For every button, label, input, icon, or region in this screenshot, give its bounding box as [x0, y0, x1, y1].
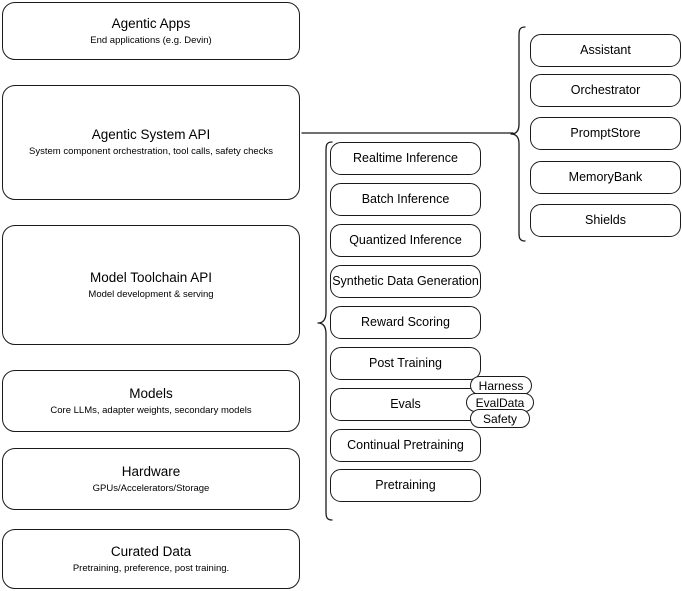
- layer-subtitle: Pretraining, preference, post training.: [72, 562, 230, 574]
- layer-subtitle: GPUs/Accelerators/Storage: [92, 482, 210, 494]
- layer-subtitle: Core LLMs, adapter weights, secondary mo…: [50, 404, 252, 416]
- chip-label: Realtime Inference: [353, 151, 458, 166]
- toolchain-chip-batch-inference[interactable]: Batch Inference: [330, 183, 481, 216]
- toolchain-chip-evals[interactable]: Evals: [330, 388, 481, 421]
- layer-text-group: Model Toolchain API Model development & …: [88, 269, 213, 302]
- agentic-chip-assistant[interactable]: Assistant: [530, 34, 681, 67]
- layer-box-models[interactable]: Models Core LLMs, adapter weights, secon…: [2, 370, 300, 432]
- eval-badge-safety[interactable]: Safety: [470, 409, 530, 428]
- layer-title: Models: [129, 385, 173, 401]
- layer-title: Curated Data: [110, 543, 192, 559]
- layer-box-agentic-system-api[interactable]: Agentic System API System component orch…: [2, 85, 300, 200]
- agentic-chip-promptstore[interactable]: PromptStore: [530, 117, 681, 150]
- brace-agentic-system: [507, 24, 529, 246]
- chip-label: Evals: [390, 397, 421, 412]
- layer-box-agentic-apps[interactable]: Agentic Apps End applications (e.g. Devi…: [2, 2, 300, 60]
- chip-label: Batch Inference: [361, 192, 450, 207]
- layer-title: Agentic Apps: [111, 15, 191, 31]
- layer-text-group: Agentic Apps End applications (e.g. Devi…: [90, 15, 211, 48]
- layer-box-model-toolchain-api[interactable]: Model Toolchain API Model development & …: [2, 225, 300, 345]
- layer-text-group: Hardware GPUs/Accelerators/Storage: [93, 463, 210, 496]
- toolchain-chip-reward-scoring[interactable]: Reward Scoring: [330, 306, 481, 339]
- layer-box-curated-data[interactable]: Curated Data Pretraining, preference, po…: [2, 529, 300, 589]
- badge-label: Harness: [478, 378, 524, 393]
- layer-text-group: Curated Data Pretraining, preference, po…: [73, 543, 229, 576]
- chip-label: Orchestrator: [570, 83, 641, 98]
- eval-badge-evaldata[interactable]: EvalData: [466, 393, 534, 412]
- toolchain-chip-realtime-inference[interactable]: Realtime Inference: [330, 142, 481, 175]
- layer-title: Hardware: [121, 463, 181, 479]
- layer-text-group: Agentic System API System component orch…: [29, 126, 273, 159]
- badge-label: EvalData: [475, 395, 525, 410]
- chip-label: Reward Scoring: [361, 315, 450, 330]
- badge-label: Safety: [482, 411, 518, 426]
- layer-subtitle: Model development & serving: [88, 288, 214, 300]
- chip-label: PromptStore: [570, 126, 641, 141]
- layer-subtitle: End applications (e.g. Devin): [90, 34, 212, 46]
- chip-label: Shields: [585, 213, 626, 228]
- toolchain-chip-post-training[interactable]: Post Training: [330, 347, 481, 380]
- chip-label: Quantized Inference: [349, 233, 462, 248]
- chip-label: Assistant: [580, 43, 631, 58]
- toolchain-chip-synthetic-data-generation[interactable]: Synthetic Data Generation: [330, 265, 481, 298]
- toolchain-chip-continual-pretraining[interactable]: Continual Pretraining: [330, 429, 481, 462]
- chip-label: Pretraining: [375, 478, 436, 493]
- chip-label: MemoryBank: [568, 170, 643, 185]
- agentic-chip-memorybank[interactable]: MemoryBank: [530, 161, 681, 194]
- layer-box-hardware[interactable]: Hardware GPUs/Accelerators/Storage: [2, 448, 300, 510]
- layer-text-group: Models Core LLMs, adapter weights, secon…: [50, 385, 251, 418]
- connector-agentic-system-line: [300, 126, 516, 142]
- chip-label: Synthetic Data Generation: [332, 274, 479, 289]
- layer-subtitle: System component orchestration, tool cal…: [29, 146, 273, 157]
- chip-label: Post Training: [369, 356, 442, 371]
- agentic-chip-orchestrator[interactable]: Orchestrator: [530, 74, 681, 107]
- layer-title: Model Toolchain API: [89, 269, 213, 285]
- toolchain-chip-pretraining[interactable]: Pretraining: [330, 469, 481, 502]
- toolchain-chip-quantized-inference[interactable]: Quantized Inference: [330, 224, 481, 257]
- layer-title: Agentic System API: [91, 127, 211, 142]
- agentic-chip-shields[interactable]: Shields: [530, 204, 681, 237]
- chip-label: Continual Pretraining: [347, 438, 464, 453]
